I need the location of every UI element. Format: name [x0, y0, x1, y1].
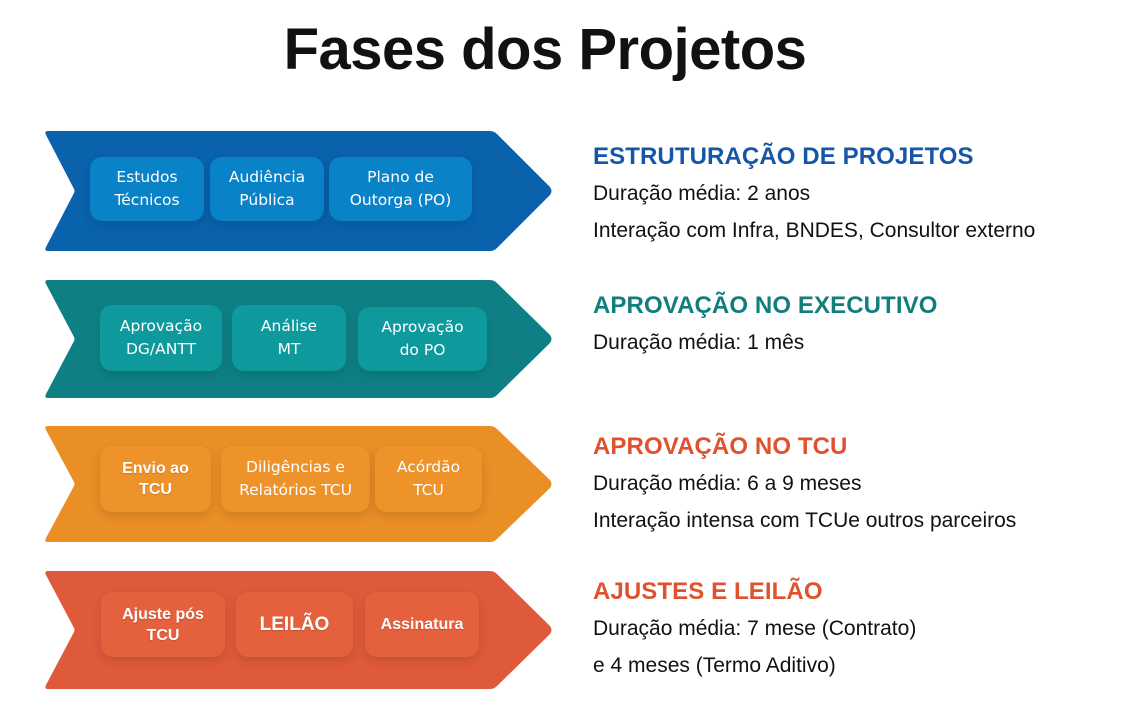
phase-duration: Duração média: 1 mês: [593, 331, 805, 354]
step-analise-mt: Análise MT: [232, 305, 346, 371]
phase-description-aprovacao-tcu: APROVAÇÃO NO TCU Duração média: 6 a 9 me…: [593, 433, 1016, 539]
phase-estruturacao: Estudos Técnicos Audiência Pública Plano…: [44, 131, 554, 251]
phase-heading: ESTRUTURAÇÃO DE PROJETOS: [593, 143, 974, 170]
page-title: Fases dos Projetos: [283, 17, 807, 82]
step-acordao-tcu: Acórdão TCU: [375, 446, 482, 512]
phase-aprovacao-executivo: Aprovação DG/ANTT Análise MT Aprovação d…: [44, 280, 554, 398]
phase-ajustes-leilao: Ajuste pós TCU LEILÃO Assinatura: [44, 571, 554, 689]
phase-duration: Duração média: 2 anos: [593, 182, 811, 205]
step-envio-ao-tcu: Envio ao TCU: [100, 446, 211, 512]
phase-duration: Duração média: 7 mese (Contrato): [593, 617, 917, 640]
step-ajuste-pos-tcu: Ajuste pós TCU: [101, 592, 225, 657]
phase-duration: Duração média: 6 a 9 meses: [593, 472, 862, 495]
phase-interaction: Interação intensa com TCUe outros parcei…: [593, 509, 1017, 532]
phase-heading: AJUSTES E LEILÃO: [593, 578, 823, 605]
step-aprovacao-do-po: Aprovação do PO: [358, 307, 487, 371]
step-diligencias-relatorios: Diligências e Relatórios TCU: [221, 446, 370, 512]
step-audiencia-publica: Audiência Pública: [210, 157, 324, 221]
phase-duration-extra: e 4 meses (Termo Aditivo): [593, 654, 836, 677]
phase-heading: APROVAÇÃO NO EXECUTIVO: [593, 292, 938, 319]
step-assinatura: Assinatura: [365, 592, 479, 657]
phase-interaction: Interação com Infra, BNDES, Consultor ex…: [593, 219, 1036, 242]
step-plano-de-outorga: Plano de Outorga (PO): [329, 157, 472, 221]
phase-heading: APROVAÇÃO NO TCU: [593, 433, 848, 460]
phase-aprovacao-tcu: Envio ao TCU Diligências e Relatórios TC…: [44, 426, 554, 542]
phase-description-aprovacao-executivo: APROVAÇÃO NO EXECUTIVO Duração média: 1 …: [593, 292, 937, 361]
step-leilao: LEILÃO: [236, 592, 353, 657]
step-aprovacao-dg-antt: Aprovação DG/ANTT: [100, 305, 222, 371]
step-estudos-tecnicos: Estudos Técnicos: [90, 157, 204, 221]
phase-description-estruturacao: ESTRUTURAÇÃO DE PROJETOS Duração média: …: [593, 143, 1035, 249]
phase-description-ajustes-leilao: AJUSTES E LEILÃO Duração média: 7 mese (…: [593, 578, 916, 684]
